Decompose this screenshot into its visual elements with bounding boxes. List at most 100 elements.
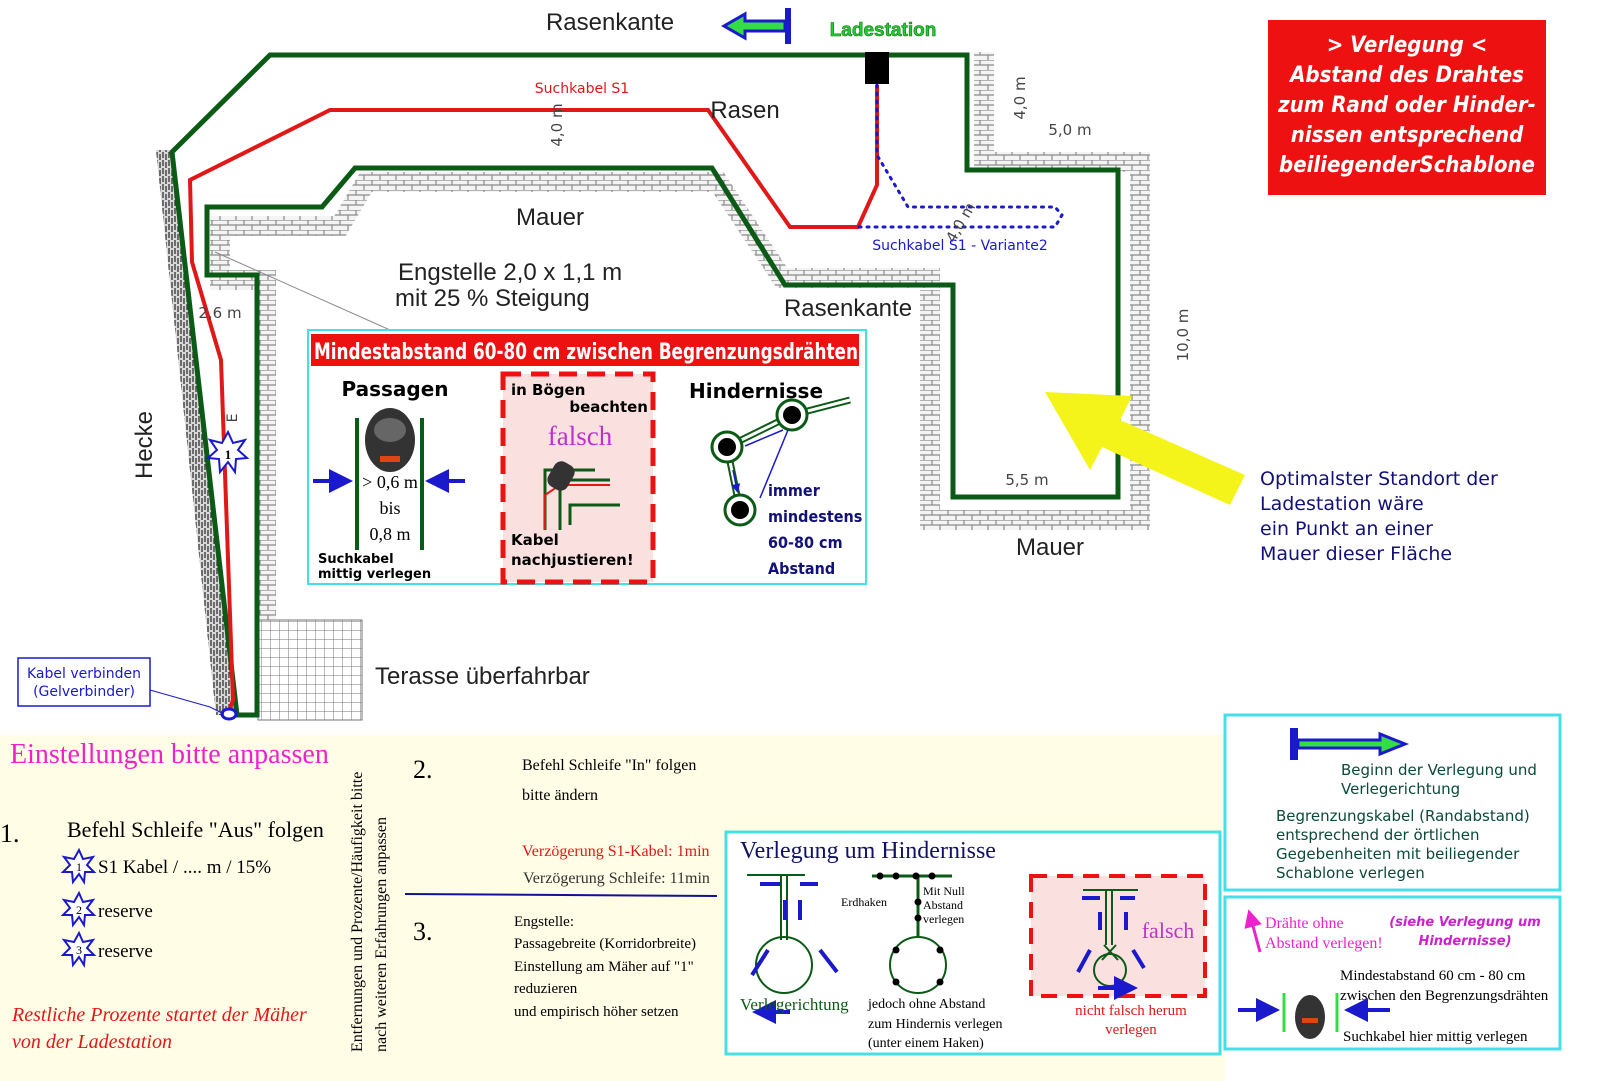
start-arrow-icon [720,8,791,44]
nicht-falsch-line: verlegen [1105,1022,1157,1038]
hindernisse-label: Hindernisse [689,379,823,403]
connector-callout [17,657,151,707]
mower-icon [365,408,415,472]
step2-sub: bitte ändern [522,787,598,804]
step2-number: 2. [413,755,433,784]
boegen-2: beachten [569,398,648,416]
label-mauer-bottom: Mauer [1016,534,1084,561]
passage-max: 0,8 m [369,524,410,544]
suchkabel-note-2: mittig verlegen [318,567,431,582]
step3-line: Engstelle: [514,914,574,930]
step3-line: Passagebreite (Korridorbreite) [514,936,696,952]
info-box [1268,20,1546,195]
info-line: > Verlegung < [1327,33,1488,58]
label-terasse: Terasse überfahrbar [375,663,590,690]
passage-min: > 0,6 m [362,472,418,492]
draehte-line: Abstand verlegen! [1265,935,1383,952]
gel-connector [220,707,238,721]
siehe-line: Hindernisse) [1418,934,1511,949]
kabel-1: Kabel [511,531,559,549]
mower-icon [1295,995,1325,1039]
info-line: zum Rand oder Hinder- [1277,93,1536,118]
setting-item-label: reserve [98,901,153,922]
label-dim-4m-b: 4,0 m [1011,76,1029,119]
step3-line: reduzieren [514,981,578,997]
immer-line: Abstand [768,559,835,578]
divider [404,893,718,897]
falsch-label-2: falsch [1142,918,1195,943]
ohne-abstand-line: zum Hindernis verlegen [868,1017,1003,1032]
immer-line: mindestens [768,507,862,526]
legend-panel: Beginn der Verlegung und Verlegerichtung… [1223,713,1562,892]
delay-s1: Verzögerung S1-Kabel: 1min [522,843,710,860]
label-engstelle-2: mit 25 % Steigung [395,285,590,312]
begrenzung-line: Begrenzungskabel (Randabstand) [1276,807,1530,825]
boundary-wire [169,52,1121,718]
label-kabel-verbinden-2: (Gelverbinder) [33,684,135,700]
vertical-note-1: Entfernungen und Prozente/Häufigkeit bit… [349,772,366,1052]
standort-line: Mauer dieser Fläche [1260,543,1452,565]
star-1-number: 1 [225,447,232,462]
setting-item-label: S1 Kabel / .... m / 15% [98,857,271,878]
step1-label: Befehl Schleife "Aus" folgen [67,817,324,842]
mower-icon [547,461,575,491]
setting-item-label: reserve [98,941,153,962]
info-line: Abstand des Drahtes [1288,63,1524,88]
label-mauer-top: Mauer [516,204,584,231]
hindernisse-panel: Verlegung um Hindernisse Verlegerichtung… [724,830,1222,1056]
label-hecke: Hecke [131,411,158,479]
kabel-2: nachjustieren! [511,551,634,569]
immer-line: 60-80 cm [768,533,843,552]
begrenzung-line: Gegebenheiten mit beiliegender [1276,845,1520,863]
info-line: nissen entsprechend [1291,123,1524,148]
step2-label: Befehl Schleife "In" folgen [522,757,696,774]
standort-line: Optimalster Standort der [1260,468,1498,490]
label-ladestation: Ladestation [830,20,937,41]
label-rasen: Rasen [710,97,779,124]
label-suchkabel-s1: Suchkabel S1 [535,81,629,97]
label-suchkabel-variante2: Suchkabel S1 - Variante2 [872,238,1048,254]
vertical-note-2: nach weiteren Erfahrungen anpassen [373,817,390,1052]
rest-note-1: Restliche Prozente startet der Mäher [11,1004,307,1026]
label-dim-5-5m: 5,5 m [1005,471,1048,489]
ohne-abstand-line: jedoch ohne Abstand [867,997,985,1012]
mindestabstand-title: Mindestabstand 60-80 cm zwischen Begrenz… [314,340,858,365]
standort-line: ein Punkt an einer [1260,518,1433,540]
suchkabel-mittig: Suchkabel hier mittig verlegen [1343,1029,1528,1045]
begrenzung-line: Schablone verlegen [1276,864,1425,882]
wall-outer-right [920,52,1150,530]
star-number: 1 [76,860,82,874]
mindest-line: zwischen den Begrenzungsdrähten [1340,988,1549,1004]
step3-number: 3. [413,917,433,946]
label-rasenkante-top: Rasenkante [546,9,674,36]
mit-null-line: Abstand [923,898,963,912]
star-1-icon [205,429,250,475]
star-number: 3 [76,943,82,957]
settings-title: Einstellungen bitte anpassen [10,739,329,770]
wire-panel: Drähte ohne Abstand verlegen! (siehe Ver… [1223,895,1562,1051]
mit-null-line: Mit Null [923,884,965,898]
info-line: beiliegenderSchablone [1279,153,1535,178]
standort-line: Ladestation wäre [1260,493,1424,515]
star-number: 2 [76,903,82,917]
suchkabel-note-1: Suchkabel [318,552,394,567]
passagen-label: Passagen [341,377,448,401]
hedge [156,150,236,715]
beginn-line: Verlegerichtung [1341,780,1460,798]
verlegerichtung-label: Verlegerichtung [740,995,849,1014]
label-dim-10m: 10,0 m [1174,309,1192,362]
search-wire-s1 [187,85,879,715]
immer-line: immer [768,481,821,500]
step3-line: Einstellung am Mäher auf "1" [514,959,694,975]
start-arrow-icon [1290,728,1410,760]
setting-star-icons [60,847,97,969]
hindernisse-title: Verlegung um Hindernisse [740,838,996,864]
erdhaken-label: Erdhaken [841,895,887,909]
mit-null-line: verlegen [923,912,964,926]
label-dim-left: E [225,414,241,423]
rest-note-2: von der Ladestation [12,1031,172,1053]
draehte-line: Drähte ohne [1265,915,1344,932]
label-kabel-verbinden-1: Kabel verbinden [27,666,141,682]
charging-station [865,52,889,84]
